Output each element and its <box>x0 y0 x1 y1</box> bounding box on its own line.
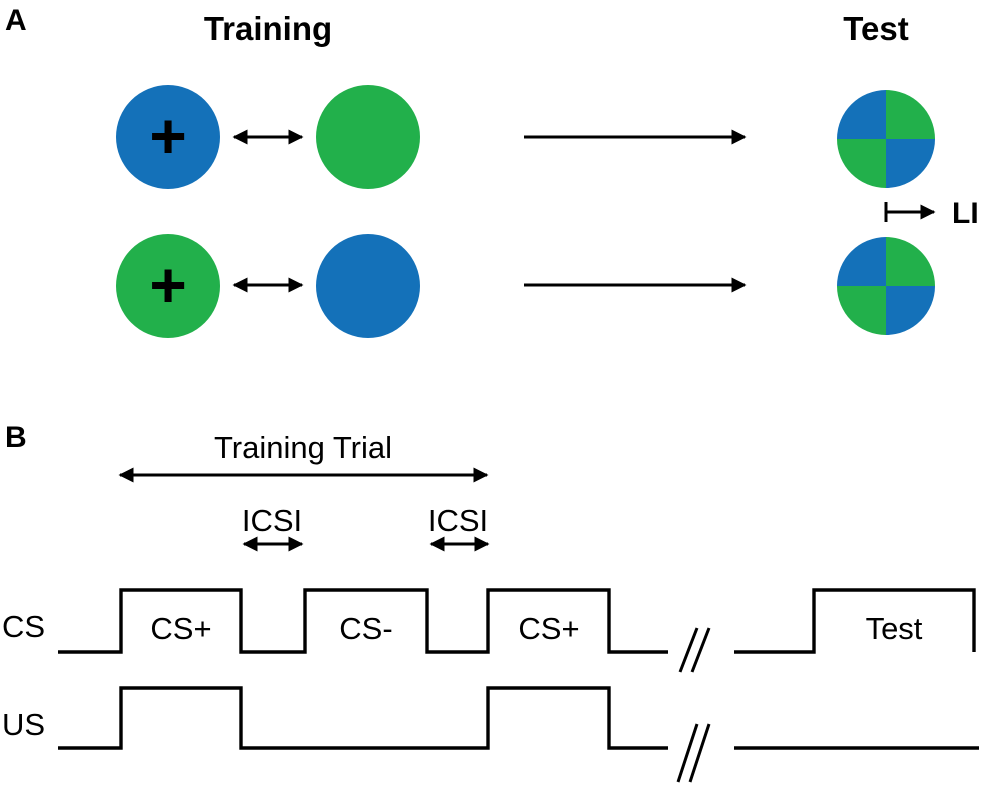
li-label: LI <box>952 197 979 230</box>
panel-b-letter: B <box>5 421 27 454</box>
cs-break-mark <box>678 627 711 673</box>
panel-a-letter: A <box>5 4 27 37</box>
cs-pulse-label-test: Test <box>866 611 923 646</box>
test-stimulus-quadrants <box>837 237 935 335</box>
training-heading: Training <box>204 10 332 47</box>
cs-pulse-label-2: CS- <box>339 611 392 646</box>
us-trace <box>58 686 668 750</box>
blue-stimulus <box>316 234 420 338</box>
lateralization-index-marker: LI <box>884 197 979 230</box>
training-row-2: + <box>116 234 935 338</box>
green-stimulus-plus <box>116 234 220 338</box>
us-break-mark <box>676 723 711 783</box>
cs-row-label: CS <box>2 609 45 644</box>
green-stimulus <box>316 85 420 189</box>
plus-mark: + <box>149 100 186 172</box>
test-stimulus-quadrants <box>837 90 935 188</box>
icsi-label-1: ICSI <box>242 503 302 538</box>
cs-test-trace <box>734 588 976 654</box>
icsi-label-2: ICSI <box>428 503 488 538</box>
cs-trace <box>58 588 668 654</box>
panel-a: A Training Test + LI + <box>5 4 979 338</box>
us-row-label: US <box>2 707 45 742</box>
panel-b: B Training Trial ICSI ICSI CS CS+ CS- CS… <box>2 421 979 783</box>
training-row-1: + <box>116 85 935 189</box>
cs-pulse-label-3: CS+ <box>518 611 579 646</box>
test-heading: Test <box>843 10 908 47</box>
plus-mark: + <box>149 249 186 321</box>
training-trial-label: Training Trial <box>214 430 392 465</box>
cs-pulse-label-1: CS+ <box>150 611 211 646</box>
blue-stimulus-plus <box>116 85 220 189</box>
